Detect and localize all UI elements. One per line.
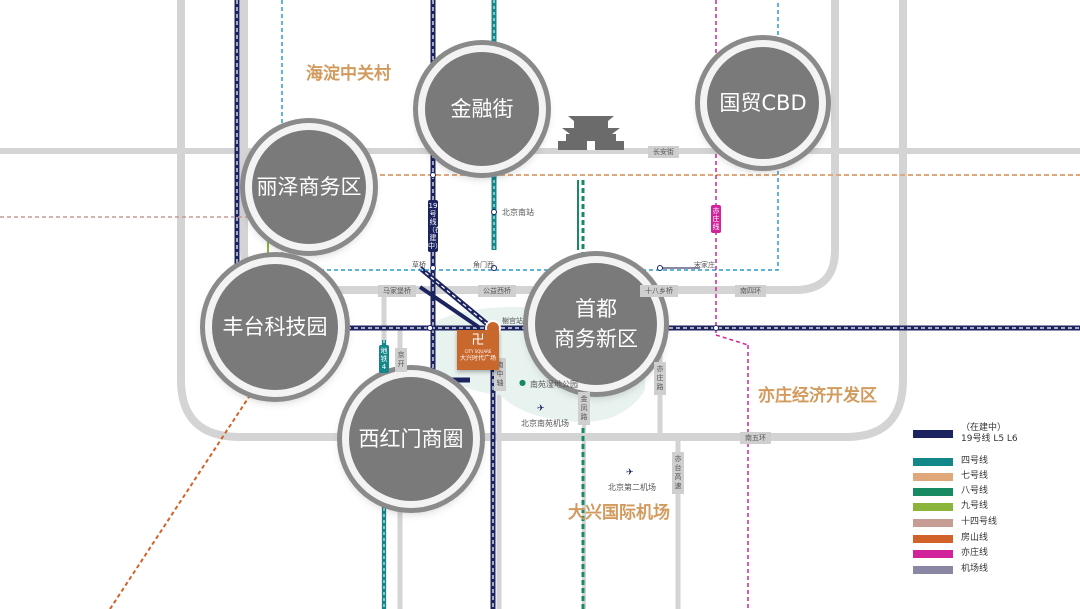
place-nanyuan-park: 南苑湿地公园 (530, 380, 578, 389)
road-tag-jingtai: 亦台高速 (672, 452, 684, 494)
road-tag-shibalidian: 十八乡桥 (640, 285, 678, 297)
hub-capital-new-district[interactable]: 首都 商务新区 (528, 256, 664, 392)
legend-item: 亦庄线 (913, 548, 988, 559)
legend-item: 八号线 (913, 486, 988, 497)
airplane-icon-daxing: ✈ (626, 468, 634, 478)
station-jiegong: 榭宫站 (502, 317, 523, 325)
legend-label: 四号线 (961, 456, 989, 466)
legend-label: 八号线 (961, 486, 989, 496)
project-marker[interactable]: 卍 CITY SQUARE 大兴时代广场 (457, 330, 499, 370)
fangshan-line (109, 379, 261, 609)
legend-item: 机场线 (913, 564, 988, 575)
hub-guomao-cbd[interactable]: 国贸CBD (700, 40, 826, 166)
legend-swatch (913, 487, 953, 496)
tiananmen-icon (558, 116, 624, 150)
district-haidian: 海淀中关村 (306, 64, 391, 84)
legend-label: （在建中） 19号线 L5 L6 (961, 423, 1018, 444)
legend-item: 九号线 (913, 501, 988, 512)
legend-label: 七号线 (961, 471, 989, 481)
line4-tag: 地铁4 (379, 345, 389, 373)
project-name-cn: 大兴时代广场 (459, 355, 496, 362)
hub-financial-street-label: 金融街 (450, 97, 514, 121)
hub-lize[interactable]: 丽泽商务区 (245, 123, 373, 251)
legend-swatch (913, 457, 953, 466)
road-tag-changan: 长安街 (648, 146, 679, 158)
road-tag-south4: 南四环 (735, 285, 766, 297)
legend-item: 四号线 (913, 456, 988, 467)
district-yizhuang: 亦庄经济开发区 (758, 386, 877, 406)
legend-label: 房山线 (961, 533, 989, 543)
legend-item: 十四号线 (913, 517, 997, 528)
yizhuang-line (715, 0, 749, 609)
legend-label: 亦庄线 (961, 548, 989, 558)
airplane-icon-nanyuan: ✈ (537, 404, 545, 414)
hub-capital-new-district-label: 首都 商务新区 (554, 297, 638, 351)
road-tag-jingkai: 京开 (395, 348, 407, 372)
road-tag-majiabao: 马家堡桥 (378, 285, 416, 297)
legend-swatch (913, 565, 953, 574)
legend-item: 房山线 (913, 533, 988, 544)
road-tag-jinzhuang: 金凤路 (578, 392, 590, 425)
line19-tag: 19号线（在建中） (428, 200, 442, 252)
place-nanyuan-airport: 北京南苑机场 (521, 419, 569, 428)
legend-swatch (913, 430, 953, 438)
hub-lize-label: 丽泽商务区 (256, 175, 362, 199)
legend-swatch (913, 472, 953, 481)
project-name-en: CITY SQUARE (464, 349, 492, 354)
line8 (577, 180, 585, 609)
legend-label: 十四号线 (961, 517, 998, 527)
legend-label: 九号线 (961, 501, 989, 511)
legend-item: 七号线 (913, 471, 988, 482)
hub-guomao-cbd-label: 国贸CBD (719, 91, 807, 115)
hub-financial-street[interactable]: 金融街 (418, 45, 546, 173)
road-tag-yizhuang-road: 亦庄路 (654, 362, 666, 395)
legend-swatch (913, 502, 953, 511)
hub-fengtai[interactable]: 丰台科技园 (205, 257, 345, 397)
legend-swatch (913, 518, 953, 527)
legend-swatch (913, 549, 953, 558)
hub-xihongmen[interactable]: 西红门商圈 (342, 370, 480, 508)
road-tag-south5: 南五环 (740, 432, 771, 444)
station-jiaomenxi: 角门西 (473, 261, 494, 269)
place-daxing-airport: 北京第二机场 (608, 483, 656, 492)
hub-xihongmen-label: 西红门商圈 (358, 427, 464, 451)
road-tag-gongyi: 公益西桥 (478, 285, 516, 297)
park-icon: ● (519, 378, 526, 387)
ring-road-outer (177, 0, 907, 441)
hub-fengtai-label: 丰台科技园 (222, 315, 328, 339)
station-caoqiao: 草桥 (412, 261, 426, 269)
station-songjiazhuang: 宋家庄 (694, 261, 715, 269)
project-logo: 卍 (471, 333, 485, 348)
legend-item: （在建中） 19号线 L5 L6 (913, 423, 1018, 445)
legend-label: 机场线 (961, 564, 989, 574)
legend-swatch (913, 534, 953, 543)
yizhuang-line-tag: 亦庄线 (711, 205, 721, 233)
district-daxing: 大兴国际机场 (568, 503, 670, 523)
place-beijing-south-station: 北京南站 (502, 208, 534, 217)
